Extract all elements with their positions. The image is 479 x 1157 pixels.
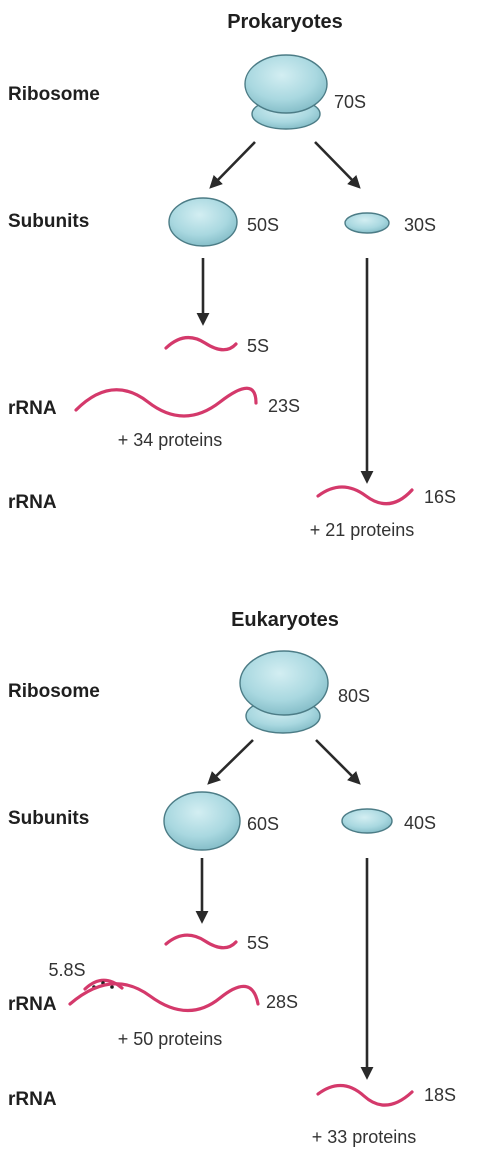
eukaryotes-ribosome-row-label: Ribosome — [8, 681, 100, 702]
eukaryotes-rrna-small-row-label: rRNA — [8, 1089, 57, 1110]
prokaryotes-ribosome-icon — [244, 54, 328, 130]
prokaryotes-5s-rrna-label: 5S — [247, 336, 269, 356]
prokaryotes-16s-rrna-strand — [316, 485, 414, 506]
eukaryotes-small-subunit-icon — [341, 808, 393, 834]
prokaryotes-ribosome-row-label: Ribosome — [8, 84, 100, 105]
eukaryotes-arrow-to-large — [207, 739, 254, 785]
prokaryotes-title: Prokaryotes — [227, 11, 343, 33]
prokaryotes-arrow-to-large — [209, 141, 256, 189]
eukaryotes-5s-rrna-label: 5S — [247, 933, 269, 953]
eukaryotes-large-subunit-icon — [163, 791, 241, 851]
eukaryotes-58s-rrna-strand — [83, 978, 124, 991]
prokaryotes-16s-rrna-label: 16S — [424, 487, 456, 507]
prokaryotes-arrow-to-small — [314, 141, 361, 189]
eukaryotes-panel: Eukaryotes Ribosome Subunits rRNA rRNA 8… — [8, 609, 456, 1147]
eukaryotes-subunits-row-label: Subunits — [8, 808, 89, 829]
eukaryotes-large-proteins-label: + 50 proteins — [118, 1029, 223, 1049]
prokaryotes-23s-rrna-strand — [74, 386, 258, 418]
prokaryotes-small-subunit-icon — [344, 212, 390, 234]
eukaryotes-58s-rrna-label: 5.8S — [48, 960, 85, 980]
eukaryotes-small-subunit-label: 40S — [404, 813, 436, 833]
eukaryotes-5s-rrna-strand — [164, 933, 238, 950]
prokaryotes-ribosome-label: 70S — [334, 92, 366, 112]
eukaryotes-18s-rrna-strand — [316, 1083, 414, 1107]
eukaryotes-title: Eukaryotes — [231, 609, 339, 631]
eukaryotes-28s-rrna-label: 28S — [266, 992, 298, 1012]
eukaryotes-ribosome-icon — [239, 650, 329, 734]
eukaryotes-28s-rrna-strand — [68, 982, 260, 1013]
eukaryotes-rrna-large-row-label: rRNA — [8, 994, 57, 1015]
prokaryotes-5s-rrna-strand — [164, 336, 238, 352]
prokaryotes-rrna-large-row-label: rRNA — [8, 398, 57, 419]
prokaryotes-large-subunit-label: 50S — [247, 215, 279, 235]
eukaryotes-large-subunit-label: 60S — [247, 814, 279, 834]
prokaryotes-large-subunit-icon — [168, 197, 238, 247]
prokaryotes-small-subunit-label: 30S — [404, 215, 436, 235]
eukaryotes-18s-rrna-label: 18S — [424, 1085, 456, 1105]
eukaryotes-arrow-to-small — [315, 739, 361, 785]
eukaryotes-ribosome-label: 80S — [338, 686, 370, 706]
prokaryotes-rrna-small-row-label: rRNA — [8, 492, 57, 513]
prokaryotes-23s-rrna-label: 23S — [268, 396, 300, 416]
eukaryotes-small-proteins-label: + 33 proteins — [312, 1127, 417, 1147]
prokaryotes-subunits-row-label: Subunits — [8, 211, 89, 232]
prokaryotes-large-proteins-label: + 34 proteins — [118, 430, 223, 450]
prokaryotes-small-proteins-label: + 21 proteins — [310, 520, 415, 540]
prokaryotes-panel: Prokaryotes Ribosome Subunits rRNA rRNA … — [8, 11, 456, 540]
